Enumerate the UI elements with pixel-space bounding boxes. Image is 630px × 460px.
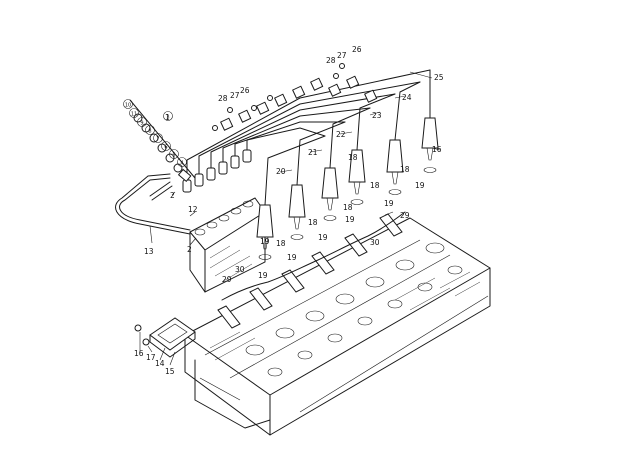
injection-pump [189, 197, 266, 293]
circled-number-text: 11 [131, 112, 137, 118]
callout-18: 18 [400, 165, 410, 174]
callout-17: 17 [146, 353, 156, 362]
circled-number [169, 149, 179, 159]
callout-29: 29 [222, 275, 232, 284]
callout-19: 19 [287, 253, 297, 262]
glow-plugs [217, 211, 406, 329]
callout-18: 18 [308, 218, 318, 227]
callout-20: 20 [276, 167, 286, 176]
circled-number [161, 141, 171, 151]
circled-number-text: 9 [140, 121, 143, 127]
callout-16: 16 [134, 349, 144, 358]
circled-number [145, 125, 155, 135]
circled-number [123, 99, 133, 109]
cylinder-head [184, 217, 491, 436]
callout-27: 27 [230, 91, 240, 100]
injectors [256, 117, 439, 260]
callout-19: 19 [384, 199, 394, 208]
callout-19: 19 [258, 271, 268, 280]
callout-1: 1 [165, 113, 170, 122]
callout-12: 12 [188, 205, 198, 214]
circled-number-text: 7 [156, 137, 159, 143]
return-line [115, 173, 191, 235]
circled-number-text: 10 [125, 103, 131, 109]
callout-18: 18 [370, 181, 380, 190]
callout-26: 26 [352, 45, 362, 54]
callout-13: 13 [144, 247, 154, 256]
circled-number-text: 6 [164, 145, 167, 151]
gasket-flange [134, 317, 196, 358]
callout-2: 2 [187, 245, 192, 254]
circled-number [163, 111, 173, 121]
callout-29: 29 [400, 211, 410, 220]
callout-23: 23 [372, 111, 382, 120]
callout-21: 21 [308, 148, 318, 157]
leader-lines [139, 71, 441, 366]
callout-19: 19 [260, 237, 270, 246]
callout-14: 14 [155, 359, 165, 368]
clamp-screws [212, 63, 345, 131]
circled-number [137, 117, 147, 127]
circled-number-text: 3 [166, 115, 169, 121]
callout-28: 28 [326, 56, 336, 65]
callout-18: 18 [343, 203, 353, 212]
circled-number-text: 4 [180, 161, 183, 167]
pump-circled-labels: 10 11 9 8 7 6 5 4 3 [123, 99, 187, 167]
callout-19: 19 [415, 181, 425, 190]
callout-27: 27 [337, 51, 347, 60]
callout-19: 19 [318, 233, 328, 242]
circled-number [177, 157, 187, 167]
callout-30: 30 [235, 265, 245, 274]
callout-30: 30 [370, 238, 380, 247]
injection-lines [186, 69, 431, 206]
callout-labels: 1 2 2 12 13 14 15 16 16 17 18 18 18 18 1… [134, 45, 444, 376]
callout-24: 24 [402, 93, 412, 102]
circled-number-text: 5 [172, 153, 175, 159]
circled-number [153, 133, 163, 143]
circled-number [129, 108, 139, 118]
circled-number-text: 8 [148, 129, 151, 135]
callout-19: 19 [345, 215, 355, 224]
pipe-clamps [220, 75, 378, 131]
callout-28: 28 [218, 94, 228, 103]
callout-22: 22 [336, 130, 346, 139]
callout-18: 18 [276, 239, 286, 248]
callout-18: 18 [348, 153, 358, 162]
callout-26: 26 [240, 86, 250, 95]
callout-2: 2 [170, 191, 175, 200]
callout-15: 15 [165, 367, 175, 376]
callout-16: 16 [432, 145, 442, 154]
callout-25: 25 [434, 73, 444, 82]
